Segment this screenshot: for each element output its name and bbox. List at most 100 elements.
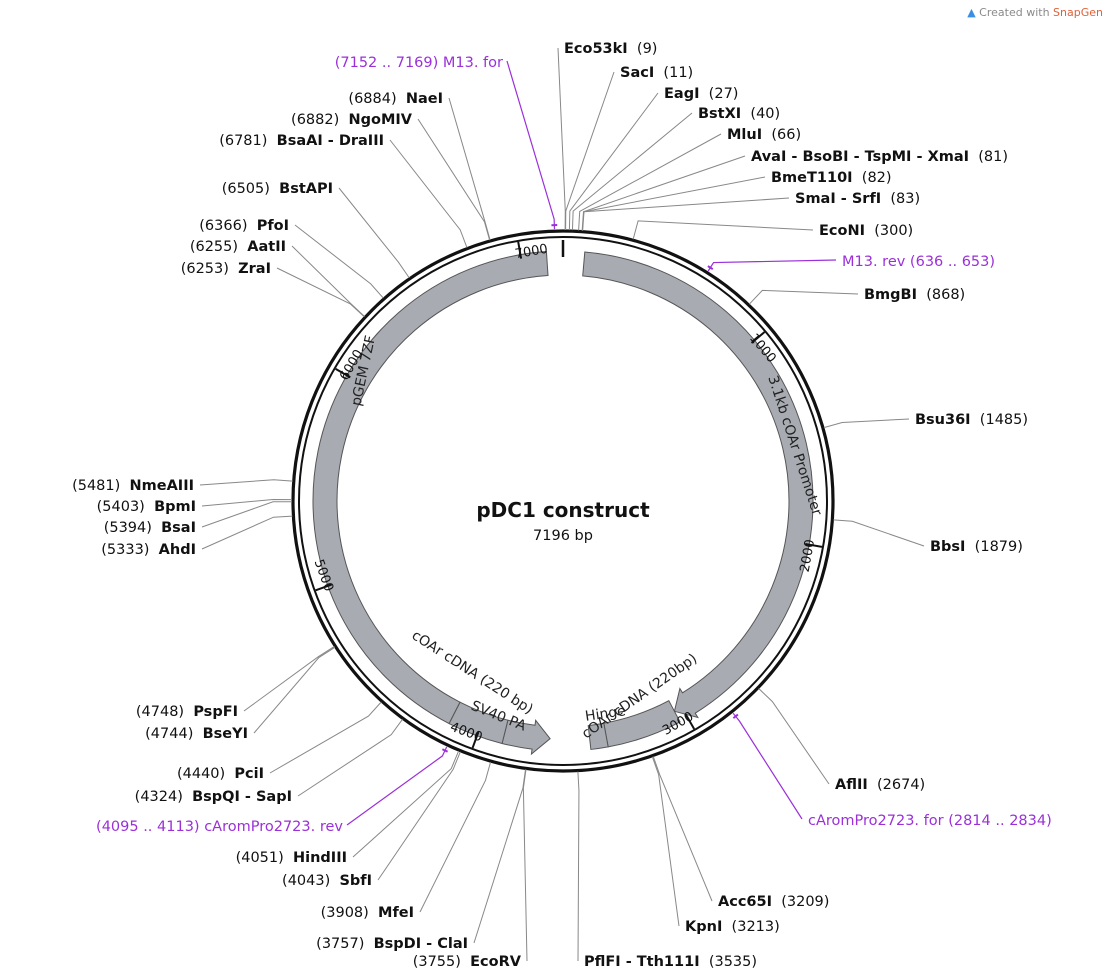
plasmid-name: pDC1 construct: [476, 498, 650, 522]
restriction-site-label[interactable]: AvaI - BsoBI - TspMI - XmaI (81): [751, 149, 1008, 165]
primer-marker: [441, 748, 449, 753]
leader-lines: [199, 47, 925, 962]
restriction-site-label[interactable]: SmaI - SrfI (83): [795, 191, 920, 207]
restriction-site-label[interactable]: (3757) BspDI - ClaI: [316, 936, 468, 952]
restriction-site-label[interactable]: (6253) ZraI: [181, 261, 271, 277]
site-name: BmgBI: [864, 287, 917, 303]
site-position: (6882): [291, 112, 348, 128]
site-name: BpmI: [154, 499, 196, 515]
ruler-tick-mark: [517, 241, 523, 259]
site-position: (4043): [282, 873, 339, 889]
feature-arrow[interactable]: [603, 700, 681, 748]
restriction-site-label[interactable]: (5333) AhdI: [101, 542, 196, 558]
restriction-site-label[interactable]: BmgBI (868): [864, 287, 965, 303]
primer-label[interactable]: cAromPro2723. for (2814 .. 2834): [808, 813, 1052, 829]
primer-label[interactable]: M13. rev (636 .. 653): [842, 254, 995, 270]
restriction-site-label[interactable]: (6882) NgoMIV: [291, 112, 413, 128]
site-name: EcoNI: [819, 223, 865, 239]
site-leader-line: [581, 155, 746, 231]
restriction-site-label[interactable]: (6505) BstAPI: [222, 181, 333, 197]
site-position: (11): [654, 65, 693, 81]
site-position: (9): [628, 41, 658, 57]
primer-label[interactable]: (4095 .. 4113) cAromPro2723. rev: [96, 819, 343, 835]
restriction-site-label[interactable]: (3908) MfeI: [321, 905, 414, 921]
site-name: HindIII: [293, 850, 347, 866]
site-name: EcoRV: [470, 954, 522, 970]
site-leader-line: [276, 267, 365, 318]
restriction-site-label[interactable]: Bsu36I (1485): [915, 412, 1028, 428]
site-name: SmaI - SrfI: [795, 191, 881, 207]
credit-brand: SnapGen: [1053, 6, 1103, 19]
site-leader-line: [291, 245, 365, 317]
credit-prefix: Created with: [979, 6, 1050, 19]
feature-arrow[interactable]: [312, 251, 549, 725]
ruler-tick-mark: [805, 542, 823, 548]
restriction-site-label[interactable]: (6781) BsaAI - DraIII: [219, 133, 384, 149]
site-name: BstAPI: [279, 181, 333, 197]
restriction-site-label[interactable]: (5481) NmeAIII: [72, 478, 194, 494]
site-name: BmeT110I: [771, 170, 853, 186]
restriction-site-label[interactable]: (3755) EcoRV: [413, 954, 522, 970]
site-position: (6253): [181, 261, 238, 277]
site-name: Eco53kI: [564, 41, 628, 57]
site-position: (82): [853, 170, 892, 186]
restriction-site-label[interactable]: Acc65I (3209): [718, 894, 829, 910]
restriction-site-label[interactable]: MluI (66): [727, 127, 801, 143]
restriction-site-label[interactable]: KpnI (3213): [685, 919, 780, 935]
site-name: NgoMIV: [348, 112, 412, 128]
restriction-site-label[interactable]: (6255) AatII: [190, 239, 286, 255]
site-position: (3755): [413, 954, 470, 970]
site-name: MfeI: [378, 905, 414, 921]
site-position: (300): [865, 223, 913, 239]
site-leader-line: [297, 719, 403, 797]
restriction-site-label[interactable]: (4440) PciI: [177, 766, 264, 782]
site-name: MluI: [727, 127, 762, 143]
restriction-site-label[interactable]: (5403) BpmI: [97, 499, 196, 515]
restriction-site-label[interactable]: PflFI - Tth111I (3535): [584, 954, 757, 970]
site-position: (868): [917, 287, 965, 303]
restriction-site-label[interactable]: (6366) PfoI: [199, 218, 289, 234]
site-position: (4051): [236, 850, 293, 866]
restriction-site-label[interactable]: EcoNI (300): [819, 223, 913, 239]
site-leader-line: [448, 97, 491, 241]
snapgene-credit: ▲ Created with SnapGen: [967, 6, 1103, 19]
site-position: (2674): [868, 777, 925, 793]
restriction-site-label[interactable]: (6884) NaeI: [348, 91, 443, 107]
restriction-site-label[interactable]: AflII (2674): [835, 777, 925, 793]
site-name: PfoI: [257, 218, 289, 234]
restriction-site-label[interactable]: BstXI (40): [698, 106, 780, 122]
site-leader-line: [565, 71, 615, 231]
restriction-site-label[interactable]: (5394) BsaI: [104, 520, 196, 536]
restriction-site-label[interactable]: (4043) SbfI: [282, 873, 372, 889]
site-name: AatII: [247, 239, 286, 255]
site-name: AvaI - BsoBI - TspMI - XmaI: [751, 149, 969, 165]
site-position: (81): [969, 149, 1008, 165]
site-position: (83): [881, 191, 920, 207]
site-leader-line: [199, 479, 293, 486]
site-position: (6255): [190, 239, 247, 255]
site-name: NaeI: [406, 91, 443, 107]
feature-arrow[interactable]: [501, 719, 551, 756]
site-position: (1485): [971, 412, 1028, 428]
restriction-site-label[interactable]: BbsI (1879): [930, 539, 1023, 555]
restriction-site-label[interactable]: BmeT110I (82): [771, 170, 892, 186]
restriction-site-label[interactable]: SacI (11): [620, 65, 693, 81]
feature-arrow[interactable]: [587, 722, 609, 750]
restriction-site-label[interactable]: (4324) BspQI - SapI: [135, 789, 292, 805]
site-leader-line: [568, 92, 659, 231]
restriction-site-label[interactable]: (4051) HindIII: [236, 850, 347, 866]
site-position: (3209): [772, 894, 829, 910]
restriction-site-label[interactable]: EagI (27): [664, 86, 738, 102]
site-name: NmeAIII: [130, 478, 195, 494]
feature-arrow[interactable]: [448, 701, 509, 745]
ruler-tick-label: 2000: [798, 538, 819, 573]
restriction-site-label[interactable]: (4744) BseYI: [145, 726, 248, 742]
site-name: BseYI: [203, 726, 248, 742]
site-position: (6884): [348, 91, 405, 107]
primer-label[interactable]: (7152 .. 7169) M13. for: [335, 55, 503, 71]
restriction-site-label[interactable]: Eco53kI (9): [564, 41, 657, 57]
feature-arrow[interactable]: [582, 251, 814, 719]
restriction-site-label[interactable]: (4748) PspFI: [136, 704, 238, 720]
site-position: (4440): [177, 766, 234, 782]
site-leader-line: [419, 761, 492, 913]
